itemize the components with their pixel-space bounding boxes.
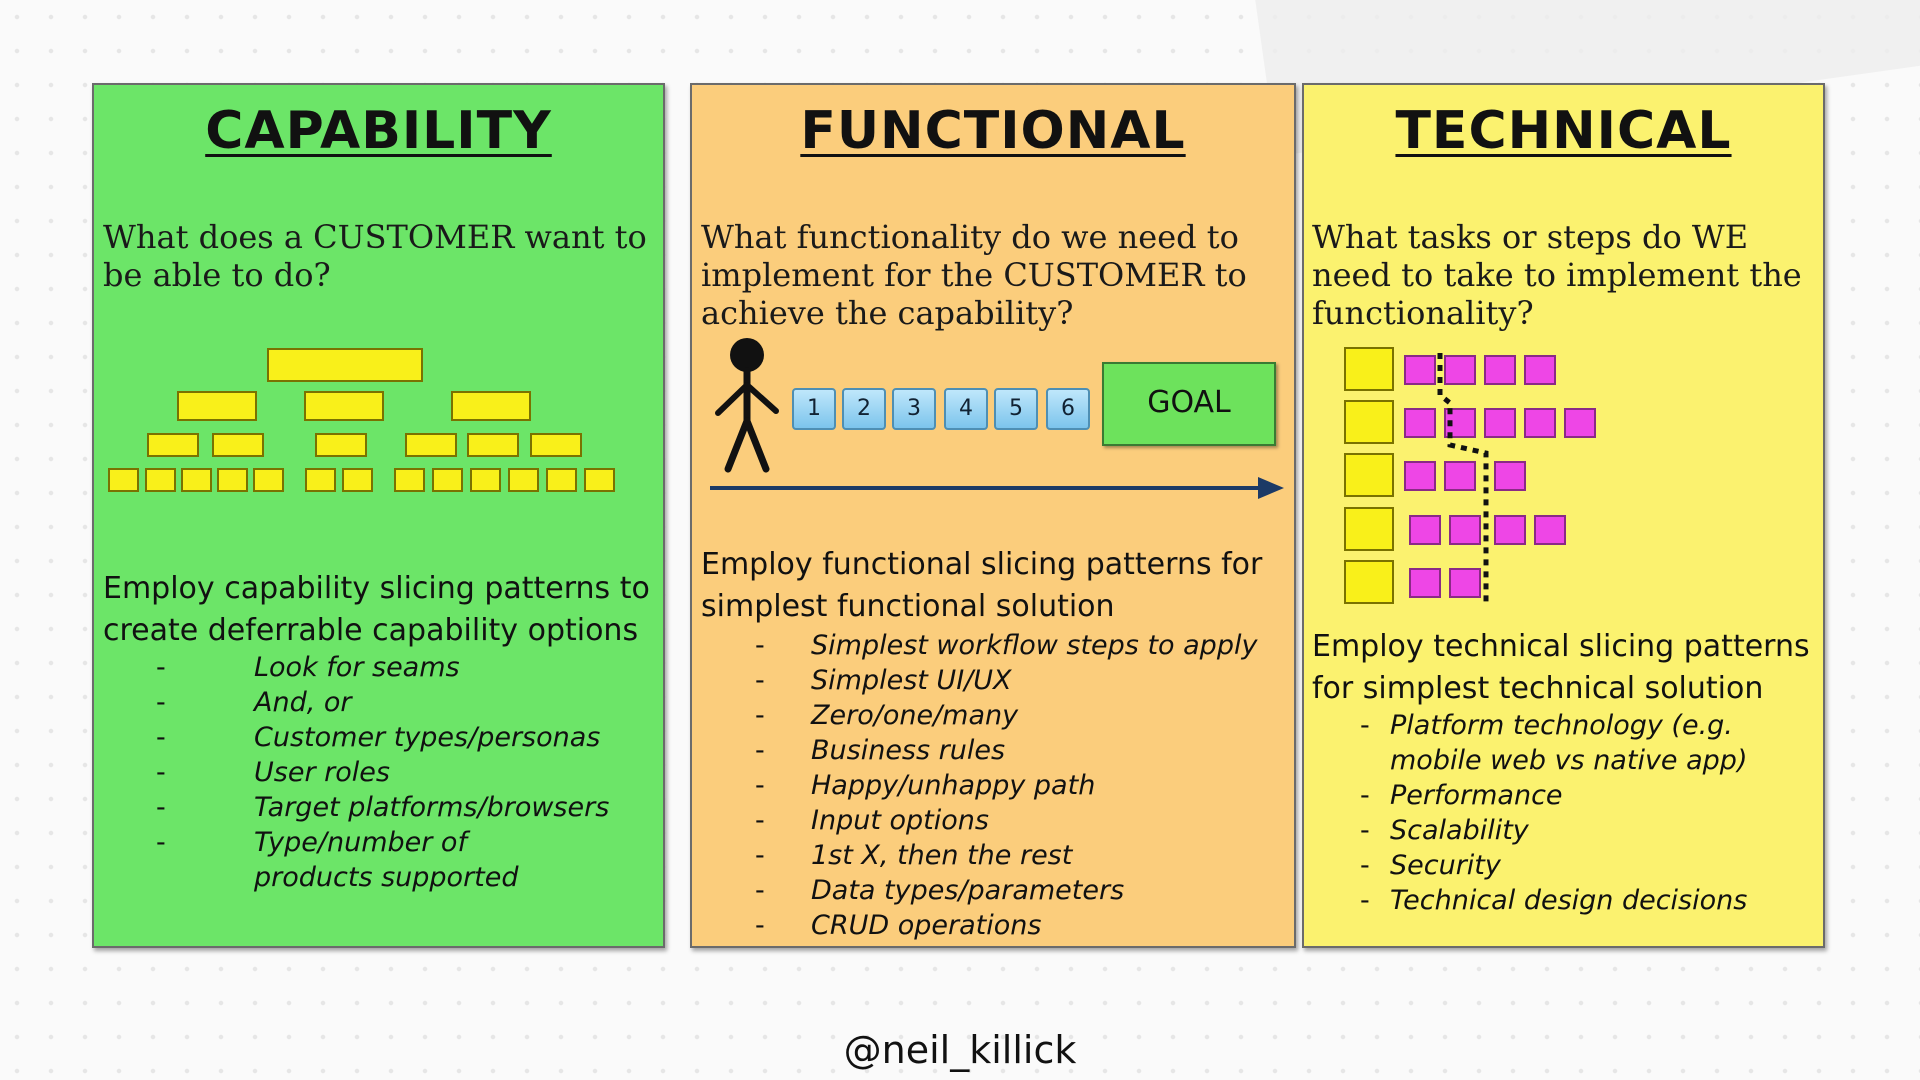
technical-bullets: Platform technology (e.g. mobile web vs … [1360, 708, 1820, 918]
list-item: Platform technology (e.g. mobile web vs … [1360, 708, 1750, 778]
functional-panel: FUNCTIONAL What functionality do we need… [690, 83, 1296, 948]
list-item: Zero/one/many [755, 698, 1285, 733]
workflow-step-3: 3 [892, 388, 936, 430]
list-item: Look for seams [156, 650, 656, 685]
list-item: Type/number of products supported [156, 825, 524, 895]
functional-bullets: Simplest workflow steps to apply Simples… [755, 628, 1285, 943]
capability-panel: CAPABILITY What does a CUSTOMER want to … [92, 83, 665, 948]
list-item: And, or [156, 685, 656, 720]
functional-lead: Employ functional slicing patterns for s… [701, 547, 1263, 624]
technical-panel: TECHNICAL What tasks or steps do WE need… [1302, 83, 1825, 948]
list-item: Business rules [755, 733, 1285, 768]
list-item: 1st X, then the rest [755, 838, 1285, 873]
list-item: Technical design decisions [1360, 883, 1820, 918]
list-item: Simplest UI/UX [755, 663, 1285, 698]
technical-lead: Employ technical slicing patterns for si… [1312, 629, 1810, 706]
list-item: Data types/parameters [755, 873, 1285, 908]
task-grid-diagram [1304, 85, 1827, 605]
functional-question: What functionality do we need to impleme… [701, 218, 1247, 332]
workflow-step-6: 6 [1046, 388, 1090, 430]
functional-title: FUNCTIONAL [800, 101, 1186, 161]
capability-bullets: Look for seams And, or Customer types/pe… [156, 650, 656, 895]
goal-box: GOAL [1102, 362, 1276, 446]
author-handle: @neil_killick [843, 1028, 1077, 1072]
progress-arrow-icon [710, 477, 1284, 499]
list-item: Target platforms/browsers [156, 790, 656, 825]
list-item: Simplest workflow steps to apply [755, 628, 1285, 663]
workflow-step-2: 2 [842, 388, 886, 430]
list-item: Scalability [1360, 813, 1820, 848]
list-item: Security [1360, 848, 1820, 883]
list-item: Customer types/personas [156, 720, 656, 755]
list-item: Happy/unhappy path [755, 768, 1285, 803]
capability-question: What does a CUSTOMER want to be able to … [103, 218, 647, 294]
workflow-step-5: 5 [994, 388, 1038, 430]
stick-figure-icon [715, 338, 779, 473]
list-item: User roles [156, 755, 656, 790]
list-item: Input options [755, 803, 1285, 838]
list-item: CRUD operations [755, 908, 1285, 943]
workflow-step-4: 4 [944, 388, 988, 430]
technical-title: TECHNICAL [1395, 101, 1732, 161]
workflow-step-1: 1 [792, 388, 836, 430]
list-item: Performance [1360, 778, 1820, 813]
capability-title: CAPABILITY [205, 101, 552, 161]
technical-question: What tasks or steps do WE need to take t… [1312, 218, 1802, 332]
capability-lead: Employ capability slicing patterns to cr… [103, 571, 650, 648]
capability-tree-diagram [94, 85, 667, 505]
